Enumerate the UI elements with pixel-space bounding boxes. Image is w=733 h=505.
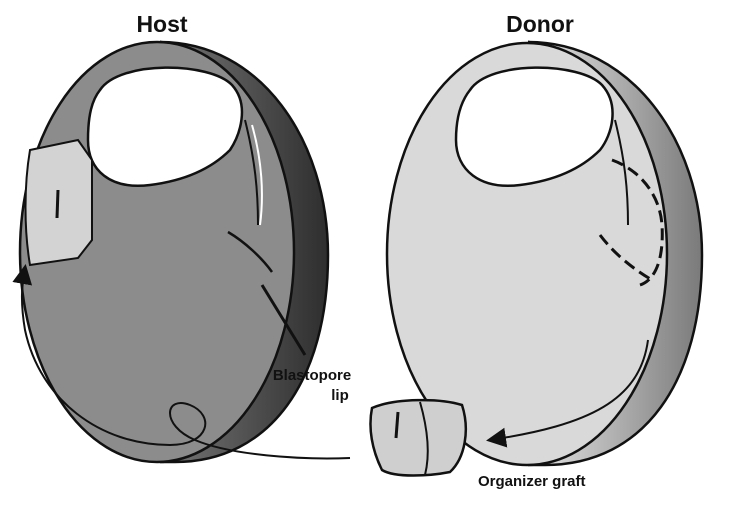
graft-divider	[419, 401, 429, 476]
lip-label: lip	[331, 387, 349, 404]
donor-embryo	[385, 40, 704, 467]
blastopore-label: Blastopore	[273, 367, 351, 384]
blastopore-pointer-line	[260, 284, 307, 356]
host-blastopore-lip-mark	[227, 230, 274, 273]
transplant-arrow	[12, 264, 351, 460]
host-embryo	[18, 40, 330, 464]
host-blastopore-groove-inner	[251, 124, 263, 226]
donor-title: Donor	[506, 11, 574, 37]
host-blastocoel-opening	[86, 66, 244, 188]
excision-arrow	[486, 339, 649, 448]
organizer-graft-piece	[369, 398, 468, 477]
donor-blastocoel-opening	[454, 66, 614, 188]
graft-lip-mark	[394, 411, 400, 439]
donor-organizer-outline-dashed	[598, 158, 664, 287]
donor-blastopore-groove	[614, 119, 629, 226]
host-patch-lip	[55, 189, 60, 219]
organizer-graft-label: Organizer graft	[478, 473, 586, 490]
graft-shape	[369, 398, 468, 477]
host-title: Host	[136, 11, 187, 37]
host-blastopore-groove	[244, 119, 259, 226]
